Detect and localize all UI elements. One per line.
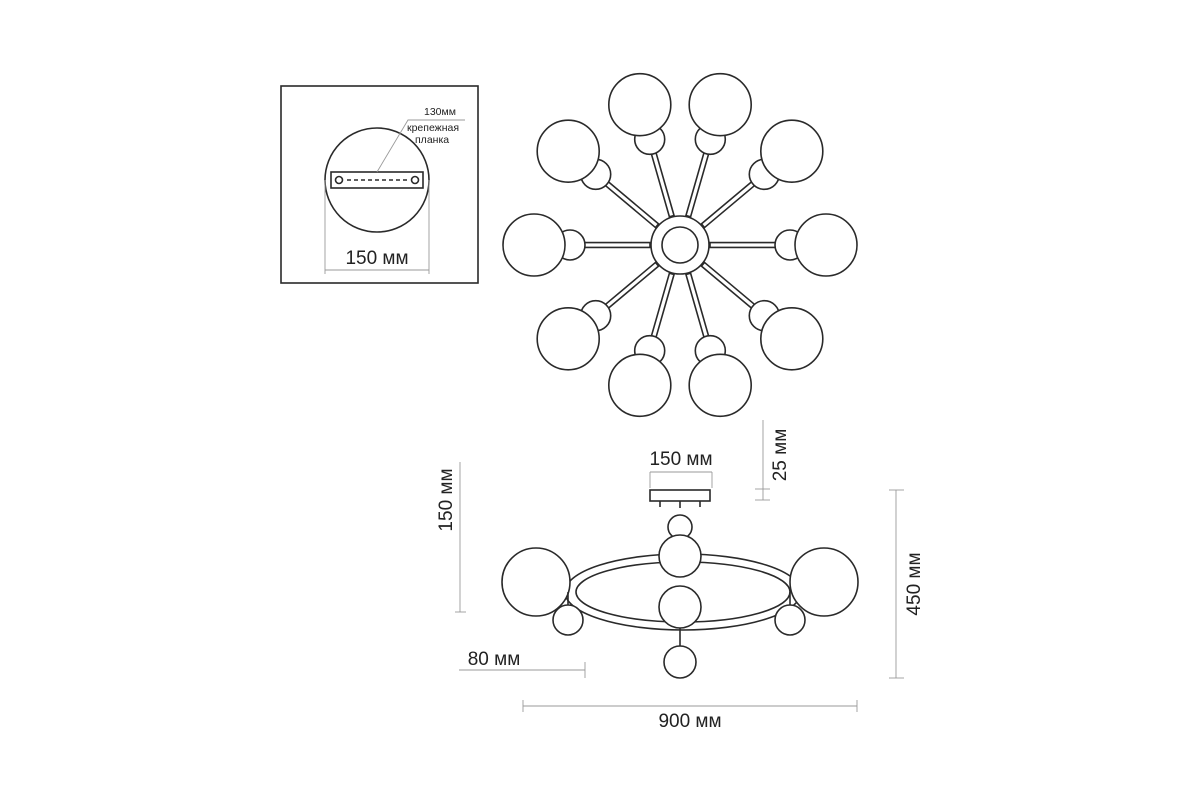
top-view-large-globe — [536, 306, 601, 371]
top-view-arm — [684, 272, 711, 343]
top-view-arm — [649, 272, 676, 343]
total-width-label: 900 мм — [658, 711, 721, 732]
canopy-width-label: 150 мм — [649, 449, 712, 470]
top-view-arm — [700, 177, 760, 229]
bracket-leader-line — [376, 119, 465, 173]
lamp-side-view — [501, 489, 859, 679]
canopy-height-label: 25 мм — [770, 429, 791, 482]
top-view-large-globe — [688, 353, 753, 418]
inset-frame — [280, 85, 479, 284]
bracket-hole-left — [334, 175, 344, 185]
top-view-arm — [700, 261, 760, 313]
top-view-large-globe — [607, 353, 672, 418]
top-view-large-globe — [759, 306, 824, 371]
top-view-arm — [649, 147, 676, 218]
bracket-hole-right — [410, 175, 420, 185]
side-canopy — [649, 489, 711, 502]
top-view-hub-inner — [661, 226, 699, 264]
arm-offset-label: 80 мм — [468, 649, 521, 670]
top-view-arm — [600, 177, 660, 229]
top-view-large-globe — [688, 72, 753, 137]
top-view-large-globe — [794, 213, 858, 277]
top-view-large-globes — [502, 72, 858, 418]
side-hanging-globe-center — [663, 645, 697, 679]
top-view-large-globe — [502, 213, 566, 277]
top-view-large-globe — [536, 119, 601, 183]
top-view-arm — [709, 241, 781, 249]
side-hanging-globe-right — [774, 604, 806, 636]
top-view-large-globe — [759, 119, 824, 183]
side-globe-left — [501, 547, 571, 617]
total-height-label: 450 мм — [904, 552, 925, 615]
top-view-arm — [600, 261, 660, 313]
top-view-large-globe — [607, 72, 672, 137]
side-globe-right — [789, 547, 859, 617]
top-view-arm — [579, 241, 651, 249]
top-view-arm — [684, 147, 711, 218]
bracket-caption-line2: планка — [415, 134, 449, 146]
side-globe-top-center — [658, 534, 702, 578]
lamp-top-view — [502, 72, 858, 418]
base-diameter-label: 150 мм — [345, 248, 408, 269]
bracket-caption-line1: крепежная — [407, 122, 459, 134]
rod-height-label: 150 мм — [436, 468, 457, 531]
canopy-base-inset: 130мм крепежная планка 150 мм — [280, 85, 479, 284]
side-hanging-globe-left — [552, 604, 584, 636]
bracket-length-label: 130мм — [424, 106, 456, 118]
side-globe-bottom-center — [658, 585, 702, 629]
side-view-dimensions: 150 мм 25 мм 150 мм 450 мм 80 мм 900 мм — [436, 420, 925, 732]
